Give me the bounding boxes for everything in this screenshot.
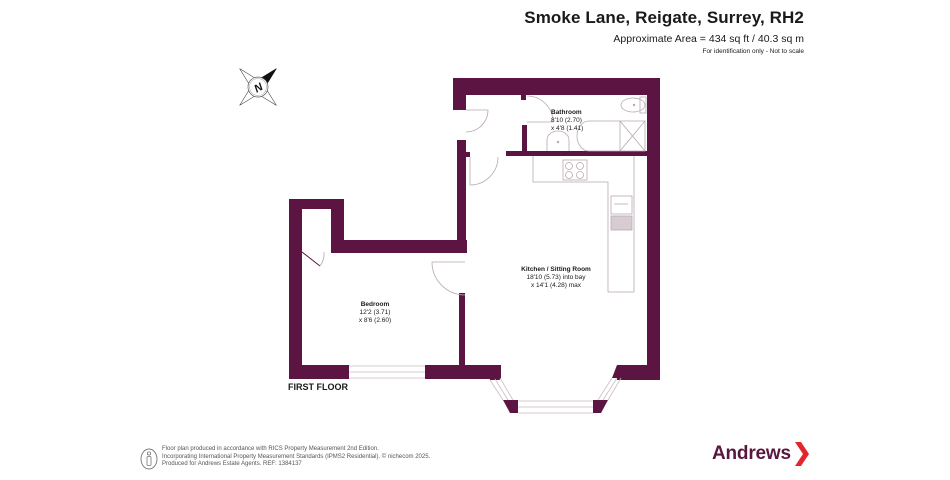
scale-disclaimer: For identification only - Not to scale [702, 48, 804, 55]
bathroom-fixtures [546, 96, 647, 152]
walls [289, 78, 660, 413]
brand-name: Andrews [712, 443, 791, 464]
info-figure-icon [140, 448, 158, 470]
page-title: Smoke Lane, Reigate, Surrey, RH2 [524, 8, 804, 27]
room-dimension-width: x 4'8 (1.41) [551, 125, 584, 133]
room-name: Bathroom [551, 109, 582, 116]
room-name: Kitchen / Sitting Room [521, 266, 591, 273]
room-label-bedroom: Bedroom 12'2 (3.71) x 8'6 (2.60) [359, 301, 391, 326]
room-dimension-length: 12'2 (3.71) [359, 309, 391, 317]
room-name: Bedroom [360, 301, 390, 308]
footer-disclaimer: Floor plan produced in accordance with R… [140, 446, 430, 470]
chevron-right-icon [794, 442, 809, 466]
brand-logo: Andrews [712, 442, 809, 466]
footer-line: Floor plan produced in accordance with R… [162, 446, 379, 452]
footer-line: Produced for Andrews Estate Agents. REF:… [162, 461, 302, 468]
room-dimension-width: x 8'6 (2.60) [358, 317, 392, 325]
bay-windows [349, 365, 622, 414]
footer-line: Incorporating International Property Mea… [162, 453, 431, 460]
room-label-kitchen-sitting-room: Kitchen / Sitting Room 18'10 (5.73) into… [521, 266, 591, 291]
room-dimension-length: 8'10 (2.70) [551, 117, 582, 125]
room-dimension-width: x 14'1 (4.28) max [530, 282, 582, 290]
compass-north-icon [239, 68, 277, 106]
approximate-area: Approximate Area = 434 sq ft / 40.3 sq m [613, 33, 804, 45]
kitchen-fixtures [532, 156, 635, 293]
doors [301, 95, 554, 296]
room-label-bathroom: Bathroom 8'10 (2.70) x 4'8 (1.41) [551, 109, 583, 134]
room-dimension-length: 18'10 (5.73) into bay [526, 274, 586, 282]
floor-label: FIRST FLOOR [288, 382, 348, 392]
